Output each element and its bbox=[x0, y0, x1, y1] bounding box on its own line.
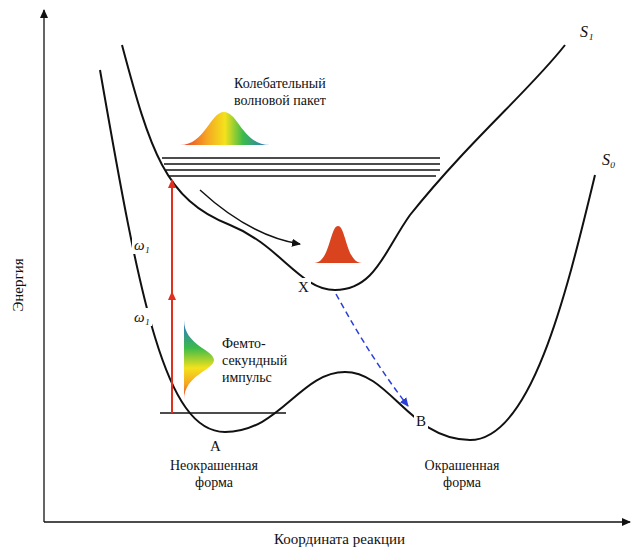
state-label: S₁ bbox=[578, 22, 596, 41]
form-label: Неокрашенная форма bbox=[162, 458, 266, 492]
axis-title: Энергия bbox=[9, 256, 27, 313]
axis-title: Координата реакции bbox=[272, 530, 407, 548]
pulse-label: Фемто-секундный импульс bbox=[220, 336, 302, 386]
state-label: S₀ bbox=[600, 150, 618, 169]
transition-arrow bbox=[336, 294, 408, 406]
s0-curve bbox=[100, 70, 595, 440]
frequency-label: ω₁ bbox=[132, 308, 152, 326]
photon-arrow bbox=[171, 180, 173, 292]
point-label: B bbox=[414, 412, 428, 430]
s1-curve bbox=[122, 45, 565, 290]
point-label: A bbox=[208, 437, 223, 455]
ground-level bbox=[160, 412, 286, 414]
vibrational-levels bbox=[162, 158, 440, 176]
relaxation-arrow bbox=[200, 190, 300, 244]
wave-packet-label: Колебательный волновой пакет bbox=[232, 76, 356, 110]
localized-wave-packet bbox=[314, 226, 362, 263]
vibrational-wave-packet bbox=[180, 112, 270, 145]
reaction-axis bbox=[44, 521, 630, 522]
point-label: X bbox=[296, 278, 311, 296]
femtosecond-pulse bbox=[184, 320, 214, 400]
form-label: Окрашенная форма bbox=[410, 458, 514, 492]
frequency-label: ω₁ bbox=[132, 236, 152, 254]
energy-axis bbox=[43, 10, 44, 522]
photon-arrow bbox=[171, 292, 173, 413]
